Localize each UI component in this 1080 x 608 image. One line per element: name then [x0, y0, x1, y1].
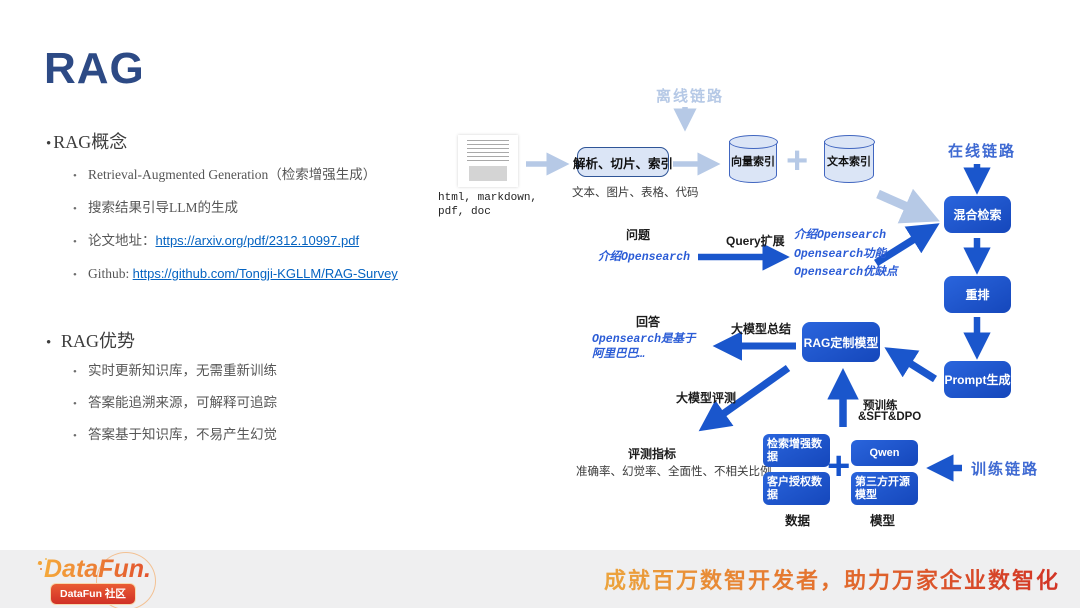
document-abstract-block — [469, 166, 507, 181]
vector-index-cylinder: 向量索引 — [728, 135, 778, 183]
rerank-box: 重排 — [944, 276, 1011, 313]
bullet-item: 论文地址：https://arxiv.org/pdf/2312.10997.pd… — [73, 233, 398, 250]
llm-eval-label: 大模型评测 — [676, 391, 737, 405]
bullet-text: 搜索结果引导LLM的生成 — [88, 200, 238, 215]
training-pipeline-label: 训练链路 — [971, 461, 1040, 478]
bullet-text: Github: — [88, 266, 133, 281]
section-heading-rag-concept: RAG概念 — [46, 128, 127, 154]
bullet-text: 论文地址： — [88, 233, 156, 248]
section-heading-text: RAG优势 — [61, 331, 136, 351]
bullet-item: Retrieval-Augmented Generation（检索增强生成） — [73, 167, 398, 184]
logo-dots-icon — [38, 561, 42, 565]
logo-wordmark: DataFun. — [44, 555, 151, 583]
qwen-model-box: Qwen — [851, 440, 918, 466]
section-heading-rag-advantage: RAG优势 — [46, 327, 135, 353]
doc-formats-label: html, markdown, pdf, doc — [438, 192, 538, 218]
expanded-query-2: Opensearch功能 — [794, 248, 887, 261]
footer-bar: DataFun. DataFun 社区 成就百万数智开发者，助力万家企业数智化 — [0, 550, 1080, 608]
concept-bullet-list: Retrieval-Augmented Generation（检索增强生成） 搜… — [73, 167, 398, 300]
arrow-prompt-to-ragmodel — [884, 347, 937, 383]
bullet-item: 答案能追溯来源，可解释可追踪 — [73, 395, 277, 412]
rag-custom-model-box: RAG定制模型 — [802, 322, 880, 362]
document-thumbnail — [458, 135, 518, 187]
arrow-queries-to-hybrid — [874, 223, 940, 267]
page-title: RAG — [44, 44, 145, 93]
online-pipeline-label: 在线链路 — [948, 143, 1017, 160]
pretrain-label-line1: 预训练 — [863, 400, 898, 412]
parse-chunk-index-box: 解析、切片、索引 — [573, 147, 673, 177]
pretrain-label-line2: &SFT&DPO — [858, 411, 922, 423]
hybrid-retrieval-box: 混合检索 — [944, 196, 1011, 233]
vector-index-label: 向量索引 — [731, 156, 775, 168]
question-text: 介绍Opensearch — [598, 251, 691, 264]
bullet-text: Retrieval-Augmented Generation（检索增强生成） — [88, 167, 377, 182]
diagram-arrows — [526, 107, 991, 482]
footer-slogan: 成就百万数智开发者，助力万家企业数智化 — [604, 563, 1060, 595]
logo-arc-decoration — [96, 552, 156, 608]
arrow-ragmodel-to-eval — [698, 364, 791, 432]
model-group-label: 模型 — [870, 514, 896, 528]
bullet-item: Github: https://github.com/Tongji-KGLLM/… — [73, 266, 398, 283]
data-group-label: 数据 — [785, 514, 811, 528]
prompt-generation-box: Prompt生成 — [944, 361, 1011, 398]
expanded-query-3: Opensearch优缺点 — [794, 266, 898, 279]
bullet-text: 实时更新知识库，无需重新训练 — [88, 363, 277, 378]
advantage-bullet-list: 实时更新知识库，无需重新训练 答案能追溯来源，可解释可追踪 答案基于知识库，不易… — [73, 363, 277, 460]
parse-note: 文本、图片、表格、代码 — [572, 187, 699, 199]
bullet-item: 实时更新知识库，无需重新训练 — [73, 363, 277, 380]
text-index-label: 文本索引 — [827, 156, 871, 168]
text-index-cylinder: 文本索引 — [823, 135, 875, 183]
answer-label: 回答 — [636, 315, 661, 329]
llm-summary-label: 大模型总结 — [731, 322, 792, 336]
section-heading-text: RAG概念 — [53, 132, 128, 152]
bullet-text: 答案能追溯来源，可解释可追踪 — [88, 395, 277, 410]
bullet-text: 答案基于知识库，不易产生幻觉 — [88, 427, 277, 442]
datafun-logo: DataFun. DataFun 社区 — [30, 552, 180, 608]
query-expand-label: Query扩展 — [726, 234, 785, 248]
plus-icon: + — [786, 140, 809, 182]
retrieval-augmented-data-box: 检索增强数据 — [763, 434, 830, 467]
metrics-heading: 评测指标 — [628, 447, 677, 461]
metrics-text: 准确率、幻觉率、全面性、不相关比例 — [576, 466, 772, 478]
expanded-query-1: 介绍Opensearch — [794, 229, 887, 242]
arrow-index-to-hybrid — [876, 188, 940, 224]
bullet-item: 答案基于知识库，不易产生幻觉 — [73, 427, 277, 444]
logo-community-badge: DataFun 社区 — [50, 583, 136, 605]
plus-icon: + — [827, 444, 851, 488]
bullet-item: 搜索结果引导LLM的生成 — [73, 200, 398, 217]
third-party-model-box: 第三方开源模型 — [851, 472, 918, 505]
question-label: 问题 — [626, 228, 651, 242]
document-text-lines — [467, 140, 509, 163]
customer-authorized-data-box: 客户授权数据 — [763, 472, 830, 505]
offline-pipeline-label: 离线链路 — [656, 88, 725, 105]
github-link[interactable]: https://github.com/Tongji-KGLLM/RAG-Surv… — [132, 266, 398, 281]
paper-link[interactable]: https://arxiv.org/pdf/2312.10997.pdf — [155, 233, 360, 248]
answer-text: Opensearch是基于阿里巴巴… — [592, 333, 696, 361]
